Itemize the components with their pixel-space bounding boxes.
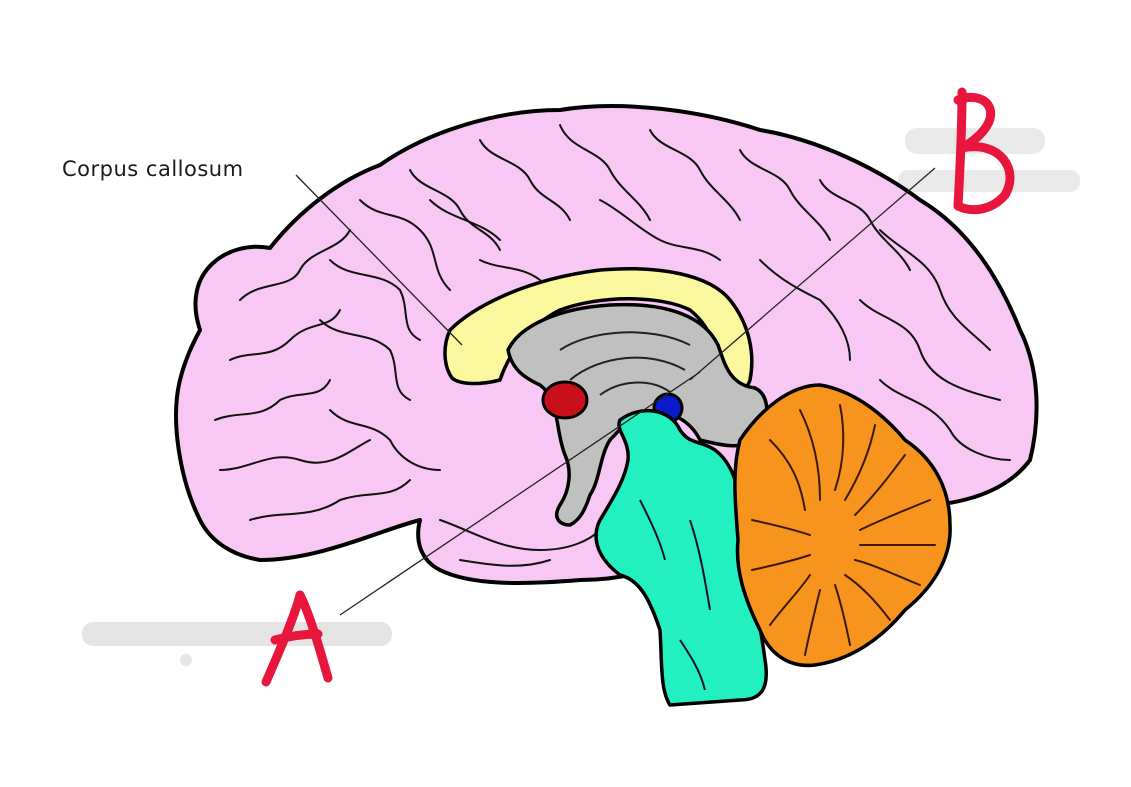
cerebellum: [733, 383, 952, 668]
leader-line-b: [689, 167, 936, 381]
red-nucleus-structure: [541, 380, 589, 420]
cerebral-folds: [214, 124, 1011, 567]
leader-lines: [295, 167, 936, 616]
leader-line-a: [339, 371, 701, 616]
cerebellum-folia: [751, 404, 936, 656]
corpus-callosum-label: Corpus callosum: [62, 157, 244, 181]
diencephalon-folds: [559, 331, 691, 396]
marker-a-glyph: [261, 590, 333, 687]
redacted-label-top-right: [898, 128, 1080, 192]
brainstem: [594, 409, 768, 707]
redacted-label-bottom-left: [82, 622, 392, 666]
marker-b-glyph: [953, 87, 1015, 215]
leader-line-corpus-callosum: [295, 174, 463, 346]
brainstem-folds: [639, 499, 711, 691]
